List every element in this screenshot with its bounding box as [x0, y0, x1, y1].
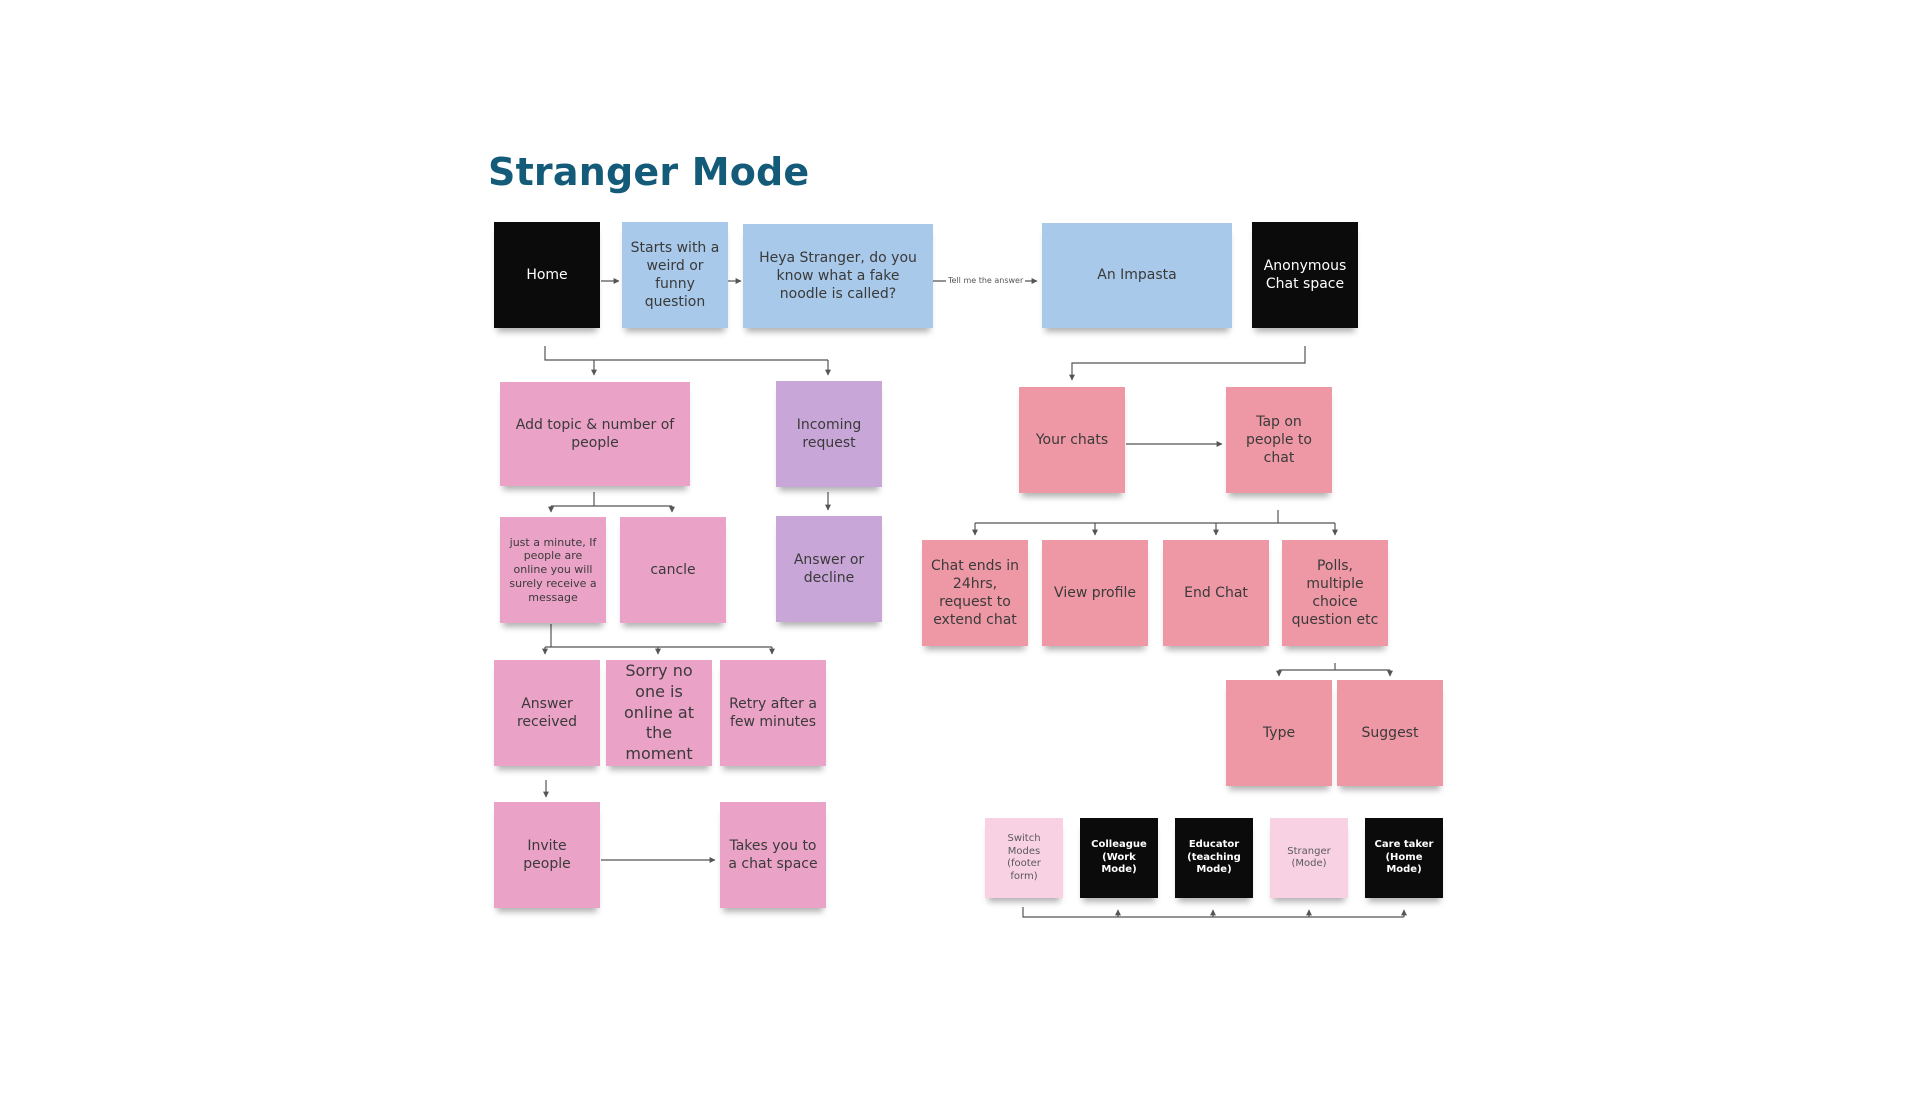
note-end-chat[interactable]: End Chat — [1163, 540, 1269, 646]
note-answer-or-decline[interactable]: Answer or decline — [776, 516, 882, 622]
note-stranger-mode[interactable]: Stranger (Mode) — [1270, 818, 1348, 898]
note-anonymous-chat-space[interactable]: Anonymous Chat space — [1252, 222, 1358, 328]
note-incoming-request[interactable]: Incoming request — [776, 381, 882, 487]
note-heya-stranger[interactable]: Heya Stranger, do you know what a fake n… — [743, 224, 933, 328]
note-polls[interactable]: Polls, multiple choice question etc — [1282, 540, 1388, 646]
edge-label-tell-me: Tell me the answer — [946, 276, 1026, 285]
note-home[interactable]: Home — [494, 222, 600, 328]
note-suggest[interactable]: Suggest — [1337, 680, 1443, 786]
note-switch-modes[interactable]: Switch Modes (footer form) — [985, 818, 1063, 898]
note-an-impasta[interactable]: An Impasta — [1042, 223, 1232, 328]
note-chat-ends[interactable]: Chat ends in 24hrs, request to extend ch… — [922, 540, 1028, 646]
note-starts-question[interactable]: Starts with a weird or funny question — [622, 222, 728, 328]
page-title: Stranger Mode — [488, 150, 810, 194]
note-takes-you[interactable]: Takes you to a chat space — [720, 802, 826, 908]
note-add-topic[interactable]: Add topic & number of people — [500, 382, 690, 486]
note-tap-on-people[interactable]: Tap on people to chat — [1226, 387, 1332, 493]
note-colleague-mode[interactable]: Colleague (Work Mode) — [1080, 818, 1158, 898]
note-view-profile[interactable]: View profile — [1042, 540, 1148, 646]
note-care-taker-mode[interactable]: Care taker (Home Mode) — [1365, 818, 1443, 898]
note-educator-mode[interactable]: Educator (teaching Mode) — [1175, 818, 1253, 898]
note-answer-received[interactable]: Answer received — [494, 660, 600, 766]
note-type[interactable]: Type — [1226, 680, 1332, 786]
note-your-chats[interactable]: Your chats — [1019, 387, 1125, 493]
note-sorry-no-one[interactable]: Sorry no one is online at the moment — [606, 660, 712, 766]
note-just-a-minute[interactable]: just a minute, If people are online you … — [500, 517, 606, 623]
note-cancle[interactable]: cancle — [620, 517, 726, 623]
note-retry[interactable]: Retry after a few minutes — [720, 660, 826, 766]
note-invite-people[interactable]: Invite people — [494, 802, 600, 908]
